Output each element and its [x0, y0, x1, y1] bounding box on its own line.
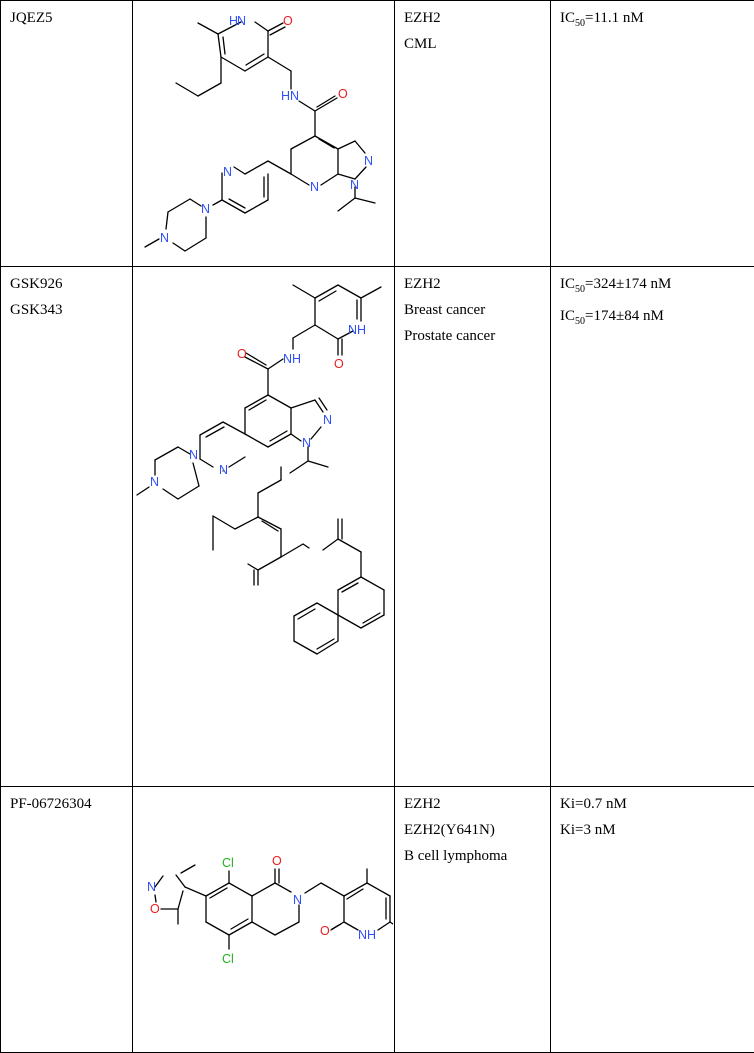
target-line: Prostate cancer: [404, 323, 542, 349]
target-cell: EZH2 EZH2(Y641N) B cell lymphoma: [395, 787, 551, 1053]
atom-label: O: [334, 357, 344, 371]
atom-label: O: [338, 87, 348, 101]
potency-cell: IC50=324±174 nM IC50=174±84 nM: [551, 267, 754, 787]
target-line: Breast cancer: [404, 297, 542, 323]
gsk-structures: NH O NH O N N N N N: [133, 267, 393, 781]
potency-line: IC50=324±174 nM: [560, 271, 746, 303]
potency-line: Ki=3 nM: [560, 817, 746, 843]
compound-name-cell: GSK926 GSK343: [1, 267, 133, 787]
atom-label: N: [293, 893, 302, 907]
atom-label: N: [160, 231, 169, 245]
atom-label: NH: [348, 323, 366, 337]
target-line: B cell lymphoma: [404, 843, 542, 869]
atom-label: N: [189, 448, 198, 462]
atom-label: N: [302, 436, 311, 450]
target-cell: EZH2 CML: [395, 1, 551, 267]
table-row: GSK926 GSK343: [1, 267, 754, 787]
atom-label: HN: [281, 89, 299, 103]
svg-text:N: N: [237, 14, 246, 28]
atom-label: O: [320, 924, 330, 938]
atom-label: N: [350, 178, 359, 192]
structure-cell: N O Cl Cl O N O NH: [133, 787, 395, 1053]
atom-label: N: [310, 180, 319, 194]
atom-label: N: [201, 202, 210, 216]
compound-name: GSK926: [10, 271, 124, 297]
atom-label: NH: [358, 928, 376, 942]
atom-label: N: [364, 154, 373, 168]
atom-label: O: [237, 347, 247, 361]
potency-line: IC50=11.1 nM: [560, 5, 746, 37]
atom-label: N: [219, 463, 228, 477]
compound-name-cell: PF-06726304: [1, 787, 133, 1053]
table-row: PF-06726304: [1, 787, 754, 1053]
potency-cell: Ki=0.7 nM Ki=3 nM: [551, 787, 754, 1053]
compound-name: PF-06726304: [10, 791, 124, 817]
structure-cell: H N O HN O N N N N N N: [133, 1, 395, 267]
pf06726304-structure: N O Cl Cl O N O NH: [133, 787, 393, 1047]
atom-label: O: [272, 854, 282, 868]
target-line: EZH2: [404, 791, 542, 817]
atom-label: N: [223, 165, 232, 179]
atom-label: N: [147, 880, 156, 894]
target-line: EZH2: [404, 271, 542, 297]
table-row: JQEZ5: [1, 1, 754, 267]
potency-line: IC50=174±84 nM: [560, 303, 746, 335]
structure-cell: NH O NH O N N N N N: [133, 267, 395, 787]
jqez5-structure: H N O HN O N N N N N N: [133, 1, 393, 261]
compound-name: JQEZ5: [10, 5, 124, 31]
atom-label: O: [283, 14, 293, 28]
compound-name-cell: JQEZ5: [1, 1, 133, 267]
target-cell: EZH2 Breast cancer Prostate cancer: [395, 267, 551, 787]
target-line: EZH2: [404, 5, 542, 31]
potency-line: Ki=0.7 nM: [560, 791, 746, 817]
target-line: EZH2(Y641N): [404, 817, 542, 843]
potency-cell: IC50=11.1 nM: [551, 1, 754, 267]
gsk343-structure: [213, 467, 384, 654]
atom-label: Cl: [222, 952, 234, 966]
atom-label: N: [323, 413, 332, 427]
atom-label: NH: [283, 352, 301, 366]
compound-name: GSK343: [10, 297, 124, 323]
gsk926-structure: NH O NH O N N N N N: [137, 285, 381, 499]
atom-label: Cl: [222, 856, 234, 870]
target-line: CML: [404, 31, 542, 57]
atom-label: O: [150, 902, 160, 916]
atom-label: N: [150, 475, 159, 489]
